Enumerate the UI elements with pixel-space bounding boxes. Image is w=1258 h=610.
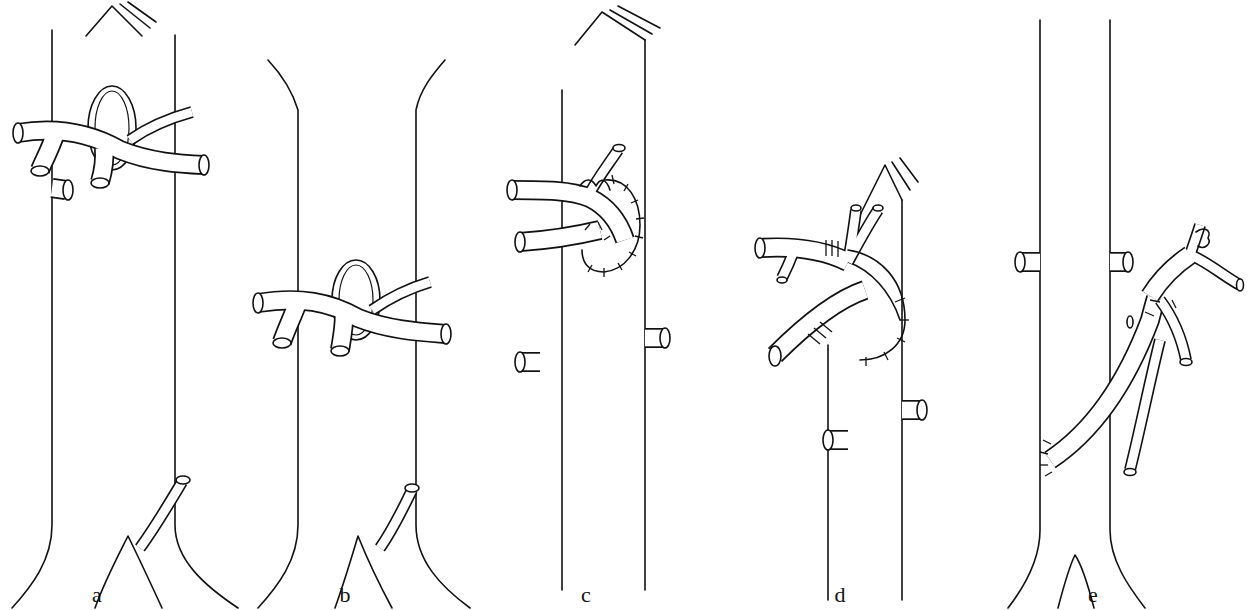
panel-b [253, 60, 470, 608]
panel-letter: a [92, 584, 102, 606]
panel-e [1008, 20, 1244, 608]
panel-a [12, 2, 238, 608]
panel-letter: d [835, 584, 846, 606]
panel-letter: e [1088, 584, 1098, 606]
panel-d [755, 158, 927, 600]
panel-letter: b [340, 584, 351, 606]
panel-c [507, 6, 670, 590]
panel-letter: c [581, 584, 591, 606]
